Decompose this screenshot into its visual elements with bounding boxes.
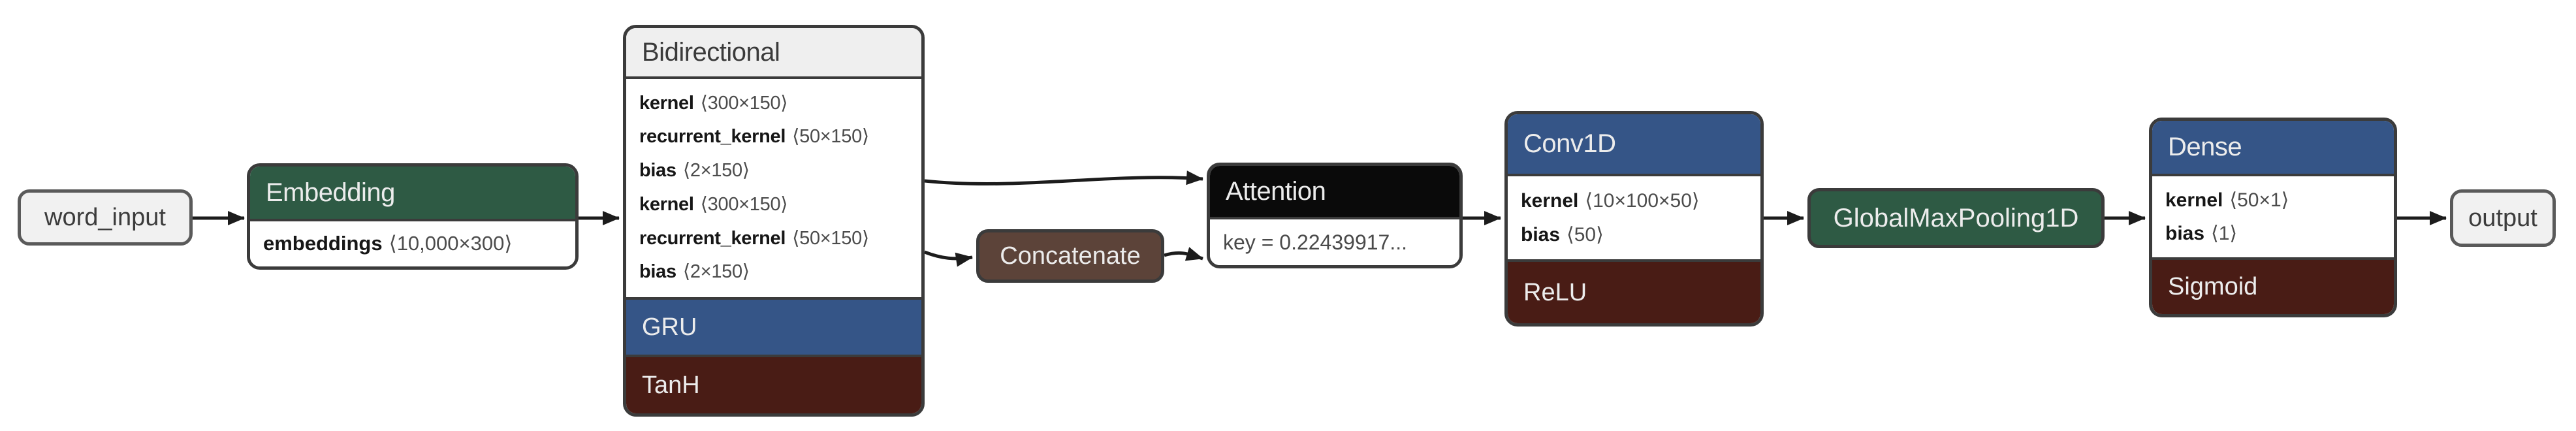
node-globalmaxpooling1d[interactable]: GlobalMaxPooling1D <box>1807 188 2105 248</box>
node-embedding-title: Embedding <box>266 178 395 207</box>
param-dims: ⟨50×1⟩ <box>2229 189 2289 211</box>
node-attention-body: key = 0.22439917... <box>1210 219 1459 265</box>
param-row-kernel: kernel ⟨10×100×50⟩ <box>1521 190 1747 212</box>
node-attention-title: Attention <box>1226 176 1326 206</box>
param-name: bias <box>639 160 676 182</box>
param-row-bias: bias ⟨1⟩ <box>2165 223 2381 244</box>
activation-label: Sigmoid <box>2168 273 2258 300</box>
param-dims: ⟨10,000×300⟩ <box>389 232 513 255</box>
param-name: recurrent_kernel <box>639 126 786 148</box>
node-output-label: output <box>2468 204 2537 232</box>
edge-bidirectional-to-concatenate <box>924 250 973 267</box>
node-bidirectional-body: kernel ⟨300×150⟩ recurrent_kernel ⟨50×150⟩… <box>626 79 921 297</box>
wrapped-layer-label: GRU <box>642 313 697 341</box>
node-conv1d-body: kernel ⟨10×100×50⟩ bias⟨50⟩ <box>1508 176 1760 259</box>
param-name: bias <box>1521 224 1561 246</box>
param-row-bias: bias⟨50⟩ <box>1521 224 1747 246</box>
param-row-recurrent-kernel-fw: recurrent_kernel ⟨50×150⟩ <box>639 127 908 148</box>
param-dims: ⟨300×150⟩ <box>700 193 788 215</box>
node-bidirectional[interactable]: Bidirectional kernel ⟨300×150⟩ recurrent_… <box>623 25 925 417</box>
node-bidirectional-title: Bidirectional <box>642 37 780 67</box>
param-dims: ⟨10×100×50⟩ <box>1585 190 1700 212</box>
param-row-recurrent-kernel-bw: recurrent_kernel ⟨50×150⟩ <box>639 227 908 249</box>
edge-concatenate-to-attention <box>1164 247 1203 261</box>
node-word-input[interactable]: word_input <box>18 189 193 246</box>
param-name: kernel <box>639 193 694 215</box>
param-dims: ⟨300×150⟩ <box>700 92 788 114</box>
param-row-bias-bw: bias ⟨2×150⟩ <box>639 261 908 283</box>
edge-bidirectional-to-attention <box>924 170 1203 185</box>
node-word-input-label: word_input <box>44 203 166 231</box>
attention-key-row: key = 0.22439917... <box>1223 230 1407 254</box>
node-conv1d-title: Conv1D <box>1523 129 1616 158</box>
param-dims: ⟨2×150⟩ <box>682 261 750 283</box>
param-dims: ⟨50×150⟩ <box>792 227 869 249</box>
node-dense[interactable]: Dense kernel ⟨50×1⟩ bias ⟨1⟩ Sigmoid <box>2149 118 2397 317</box>
node-dense-header: Dense <box>2152 121 2394 176</box>
param-row-embeddings: embeddings ⟨10,000×300⟩ <box>263 232 562 255</box>
param-dims: ⟨1⟩ <box>2211 223 2238 244</box>
activation-label: ReLU <box>1523 278 1587 306</box>
activation-label: TanH <box>642 371 700 399</box>
param-row-kernel-bw: kernel ⟨300×150⟩ <box>639 193 908 216</box>
node-dense-activation-band: Sigmoid <box>2152 257 2394 314</box>
param-name: kernel <box>639 92 694 114</box>
node-bidirectional-header: Bidirectional <box>626 28 921 79</box>
node-bidirectional-activation-band: TanH <box>626 355 921 413</box>
node-globalmaxpooling1d-label: GlobalMaxPooling1D <box>1833 203 2079 232</box>
node-concatenate-label: Concatenate <box>1000 242 1141 270</box>
param-row-kernel-fw: kernel ⟨300×150⟩ <box>639 93 908 114</box>
node-conv1d[interactable]: Conv1D kernel ⟨10×100×50⟩ bias⟨50⟩ ReLU <box>1504 111 1764 327</box>
node-attention-header: Attention <box>1210 166 1459 219</box>
param-name: bias <box>639 261 676 283</box>
node-embedding-body: embeddings ⟨10,000×300⟩ <box>250 221 575 266</box>
param-dims: ⟨50⟩ <box>1566 224 1604 246</box>
param-row-kernel: kernel ⟨50×1⟩ <box>2165 189 2381 211</box>
node-embedding[interactable]: Embedding embeddings ⟨10,000×300⟩ <box>247 163 579 270</box>
param-dims: ⟨2×150⟩ <box>682 160 750 182</box>
node-dense-title: Dense <box>2168 133 2242 161</box>
node-attention[interactable]: Attention key = 0.22439917... <box>1207 163 1463 268</box>
param-name: kernel <box>2165 189 2223 211</box>
param-row-bias-fw: bias ⟨2×150⟩ <box>639 160 908 182</box>
node-output[interactable]: output <box>2450 189 2556 247</box>
param-name: kernel <box>1521 190 1579 212</box>
node-concatenate[interactable]: Concatenate <box>976 229 1164 283</box>
node-embedding-header: Embedding <box>250 167 575 221</box>
node-conv1d-activation-band: ReLU <box>1508 259 1760 323</box>
param-name: bias <box>2165 223 2205 244</box>
param-dims: ⟨50×150⟩ <box>792 126 869 148</box>
node-conv1d-header: Conv1D <box>1508 114 1760 176</box>
param-name: embeddings <box>263 232 383 255</box>
param-name: recurrent_kernel <box>639 227 786 249</box>
node-bidirectional-wrapped-layer-band: GRU <box>626 297 921 355</box>
node-dense-body: kernel ⟨50×1⟩ bias ⟨1⟩ <box>2152 176 2394 257</box>
